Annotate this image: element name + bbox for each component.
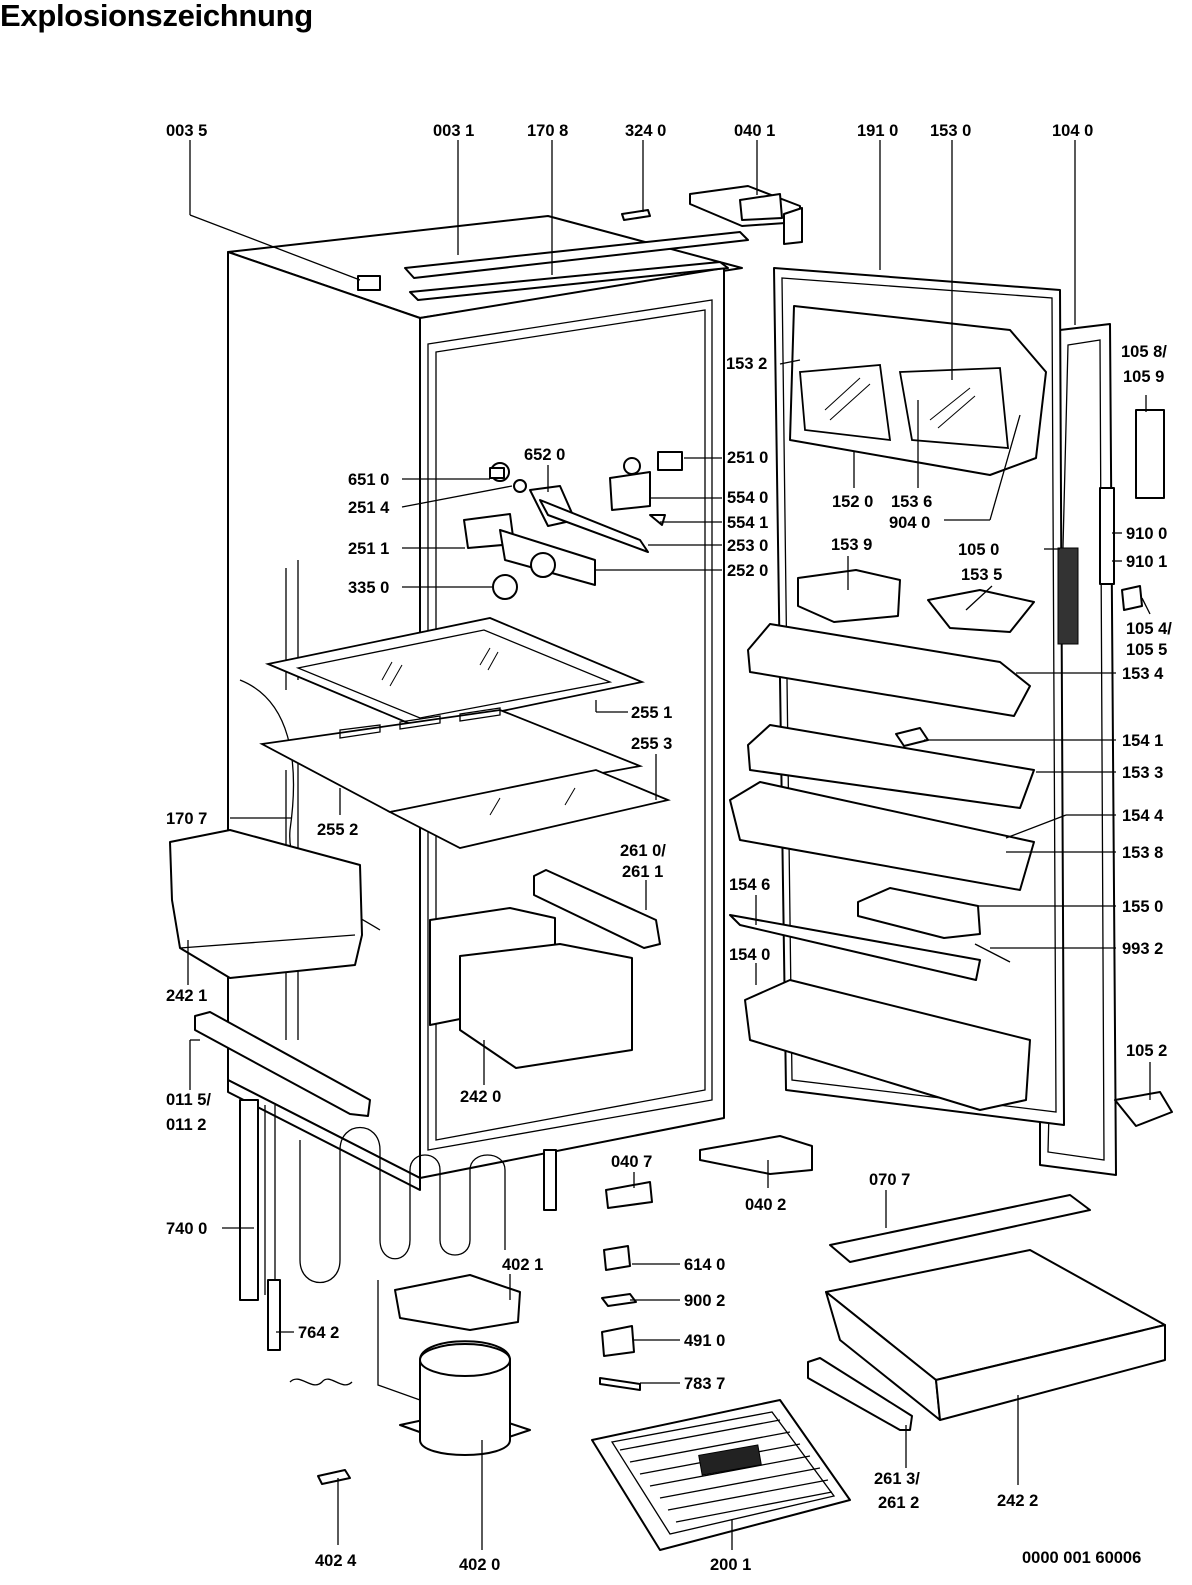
label-242-2: 242 2 [997,1492,1038,1510]
label-070-7: 070 7 [869,1171,910,1189]
label-900-2: 900 2 [684,1292,725,1310]
label-105-9: 105 9 [1123,368,1164,386]
label-904-0: 904 0 [889,514,930,532]
label-242-1: 242 1 [166,987,207,1005]
label-170-8: 170 8 [527,122,568,140]
label-910-1: 910 1 [1126,553,1167,571]
label-105-0: 105 0 [958,541,999,559]
label-402-0: 402 0 [459,1556,500,1574]
label-153-4: 153 4 [1122,665,1164,683]
label-402-1: 402 1 [502,1256,543,1274]
vegetable-bin-242-1 [169,829,363,979]
label-104-0: 104 0 [1052,122,1093,140]
label-040-1: 040 1 [734,122,775,140]
label-261-3: 261 3/ [874,1470,920,1488]
label-105-4: 105 4/ [1126,620,1172,638]
label-554-1: 554 1 [727,514,768,532]
door-compartment-153 [789,305,1047,476]
label-105-5: 105 5 [1126,641,1167,659]
door-shelves [729,569,1035,1111]
rail-261 [533,869,661,949]
door-seal-strip [1057,547,1079,645]
label-251-4: 251 4 [348,499,390,517]
label-255-3: 255 3 [631,735,672,753]
diagram-title: Explosionszeichnung [0,0,313,33]
label-255-2: 255 2 [317,821,358,839]
label-011-5: 011 5/ [166,1091,211,1109]
label-651-0: 651 0 [348,471,389,489]
label-153-6: 153 6 [891,493,932,511]
label-154-1: 154 1 [1122,732,1163,750]
hinge-parts-right [1099,409,1173,1127]
label-251-0: 251 0 [727,449,768,467]
label-253-0: 253 0 [727,537,768,555]
label-335-0: 335 0 [348,579,389,597]
label-155-0: 155 0 [1122,898,1163,916]
label-251-1: 251 1 [348,540,389,558]
label-170-7: 170 7 [166,810,207,828]
label-003-5: 003 5 [166,122,207,140]
label-011-2: 011 2 [166,1116,206,1134]
label-402-4: 402 4 [315,1552,357,1570]
label-261-0: 261 0/ [620,842,666,860]
ventilation-grille [591,1399,851,1551]
label-040-2: 040 2 [745,1196,786,1214]
rail-261-3 [807,1357,913,1431]
compressor [377,1274,531,1456]
label-242-0: 242 0 [460,1088,501,1106]
label-261-2: 261 2 [878,1494,919,1512]
label-105-8: 105 8/ [1121,343,1167,361]
rail-011 [194,1011,371,1117]
label-614-0: 614 0 [684,1256,725,1274]
label-003-1: 003 1 [433,122,474,140]
label-740-0: 740 0 [166,1220,207,1238]
label-153-3: 153 3 [1122,764,1163,782]
label-324-0: 324 0 [625,122,666,140]
hinge-bracket-top [689,185,803,245]
glass-shelf-upper [264,617,646,729]
label-491-0: 491 0 [684,1332,725,1350]
label-261-1: 261 1 [622,863,663,881]
part-labels: 003 5 003 1 170 8 324 0 040 1 191 0 153 … [166,122,1172,1574]
label-652-0: 652 0 [524,446,565,464]
label-154-6: 154 6 [729,876,770,894]
condenser [239,1099,557,1386]
crisper-tray-242-2 [825,1194,1166,1421]
leader-lines [187,140,1151,1550]
label-154-0: 154 0 [729,946,770,964]
label-153-5: 153 5 [961,566,1002,584]
label-783-7: 783 7 [684,1375,725,1393]
label-255-1: 255 1 [631,704,672,722]
drawing-number: 0000 001 60006 [1022,1549,1141,1567]
label-764-2: 764 2 [298,1324,339,1342]
label-910-0: 910 0 [1126,525,1167,543]
label-105-2: 105 2 [1126,1042,1167,1060]
label-040-7: 040 7 [611,1153,652,1171]
label-252-0: 252 0 [727,562,768,580]
label-153-8: 153 8 [1122,844,1163,862]
label-153-9: 153 9 [831,536,872,554]
label-152-0: 152 0 [832,493,873,511]
label-554-0: 554 0 [727,489,768,507]
label-153-0: 153 0 [930,122,971,140]
top-clip-icon [357,275,381,291]
label-191-0: 191 0 [857,122,898,140]
small-parts [317,1135,813,1485]
thermostat-assembly [463,451,683,600]
label-154-4: 154 4 [1122,807,1164,825]
label-200-1: 200 1 [710,1556,751,1574]
label-153-2: 153 2 [726,355,767,373]
label-993-2: 993 2 [1122,940,1163,958]
glass-shelf-lower [259,707,671,849]
vegetable-bin-242-0 [429,907,633,1069]
